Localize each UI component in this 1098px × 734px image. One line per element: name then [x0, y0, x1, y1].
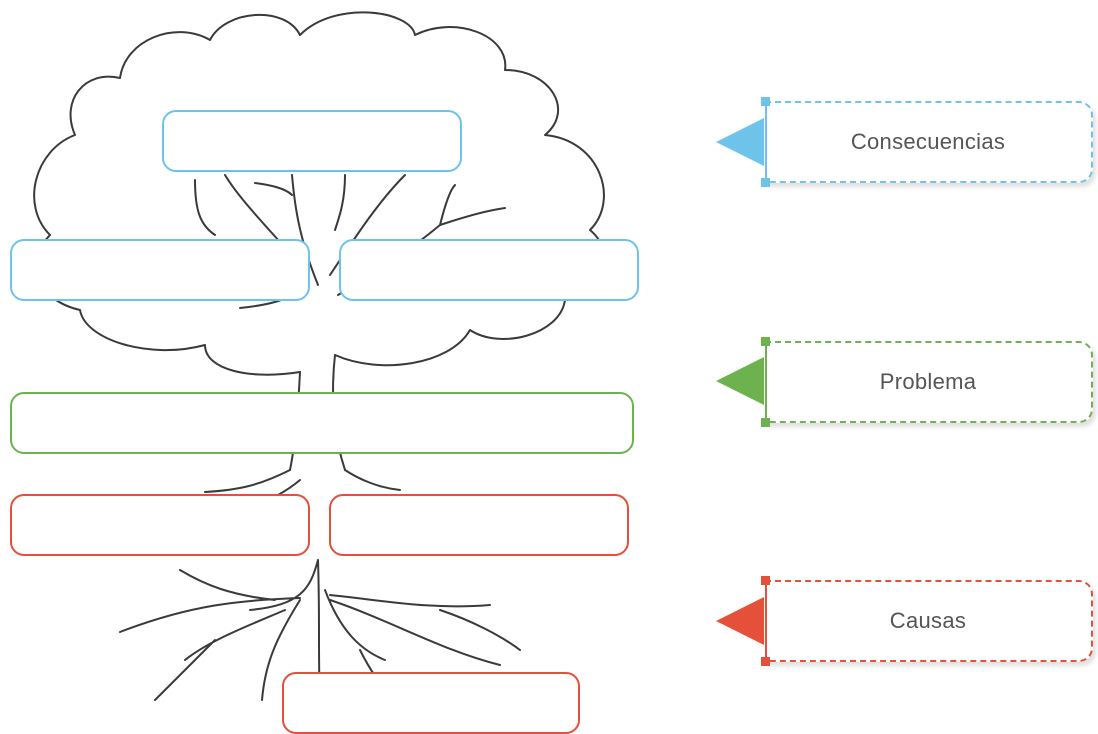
consequence-box[interactable] [162, 110, 462, 172]
consequence-box[interactable] [10, 239, 310, 301]
legend-label: Consecuencias [850, 129, 1006, 154]
legend-label: Problema [879, 369, 977, 394]
legend-label: Causas [889, 608, 967, 633]
consequence-box[interactable] [339, 239, 639, 301]
problem-arrow-icon [716, 357, 764, 405]
problem-box[interactable] [10, 392, 634, 454]
causes-arrow-icon [716, 597, 764, 645]
cause-box[interactable] [282, 672, 580, 734]
legend-problema: Problema [761, 337, 1093, 427]
cause-box[interactable] [10, 494, 310, 556]
legend-consecuencias: Consecuencias [761, 97, 1093, 187]
consequences-arrow-icon [716, 118, 764, 166]
cause-box[interactable] [329, 494, 629, 556]
tree-canopy [33, 11, 606, 376]
legend-causas: Causas [761, 576, 1093, 666]
